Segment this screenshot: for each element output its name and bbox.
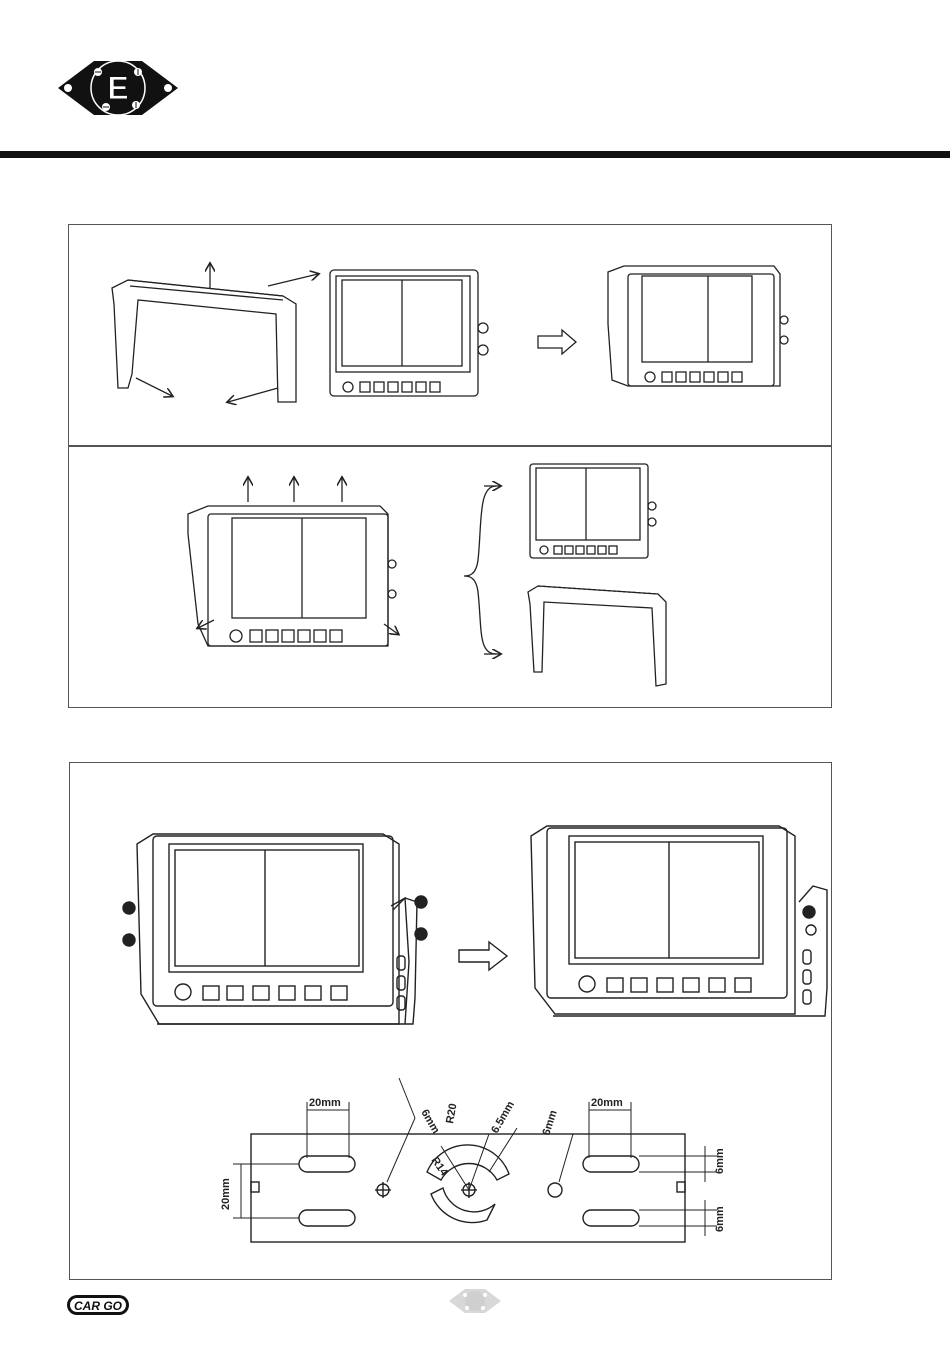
dim-slot-top: 6mm <box>714 1148 726 1174</box>
sunshade-loose <box>112 280 296 402</box>
monitor-front <box>330 270 488 396</box>
emblem-diamond-icon: E <box>56 55 180 121</box>
dim-left-slot-width: 20mm <box>309 1097 341 1109</box>
page-diamond-icon <box>447 1286 503 1316</box>
brace-icon <box>464 486 496 654</box>
brand-name: CAR GO <box>74 1299 123 1313</box>
dim-hole-c: 6mm <box>540 1109 559 1137</box>
sunshade-separated <box>528 586 666 686</box>
dim-side-height: 20mm <box>220 1178 232 1210</box>
dim-hole-b: 6.5mm <box>489 1099 517 1135</box>
step-arrow-icon <box>538 330 576 354</box>
bracket-illustration: 20mm 20mm 20mm 6mm R20 R14 6.5mm 6mm 6mm… <box>69 762 832 1280</box>
dim-hole-a: 6mm <box>418 1108 441 1136</box>
cargo-logo: CAR GO <box>66 1293 130 1317</box>
header-rule <box>0 151 950 158</box>
sunshade-illustration <box>68 224 832 708</box>
monitor-with-bracket-assembled <box>531 826 827 1016</box>
dim-radius-outer: R20 <box>444 1103 459 1125</box>
monitor-with-bracket-apart <box>123 834 427 1024</box>
monitor-shade-removal <box>188 506 396 646</box>
step-arrow-icon <box>459 942 507 970</box>
logo-letter: E <box>107 70 128 106</box>
dim-slot-bottom: 6mm <box>714 1206 726 1232</box>
monitor-separated <box>530 464 656 558</box>
monitor-with-shade <box>608 266 788 386</box>
dim-right-slot-width: 20mm <box>591 1097 623 1109</box>
